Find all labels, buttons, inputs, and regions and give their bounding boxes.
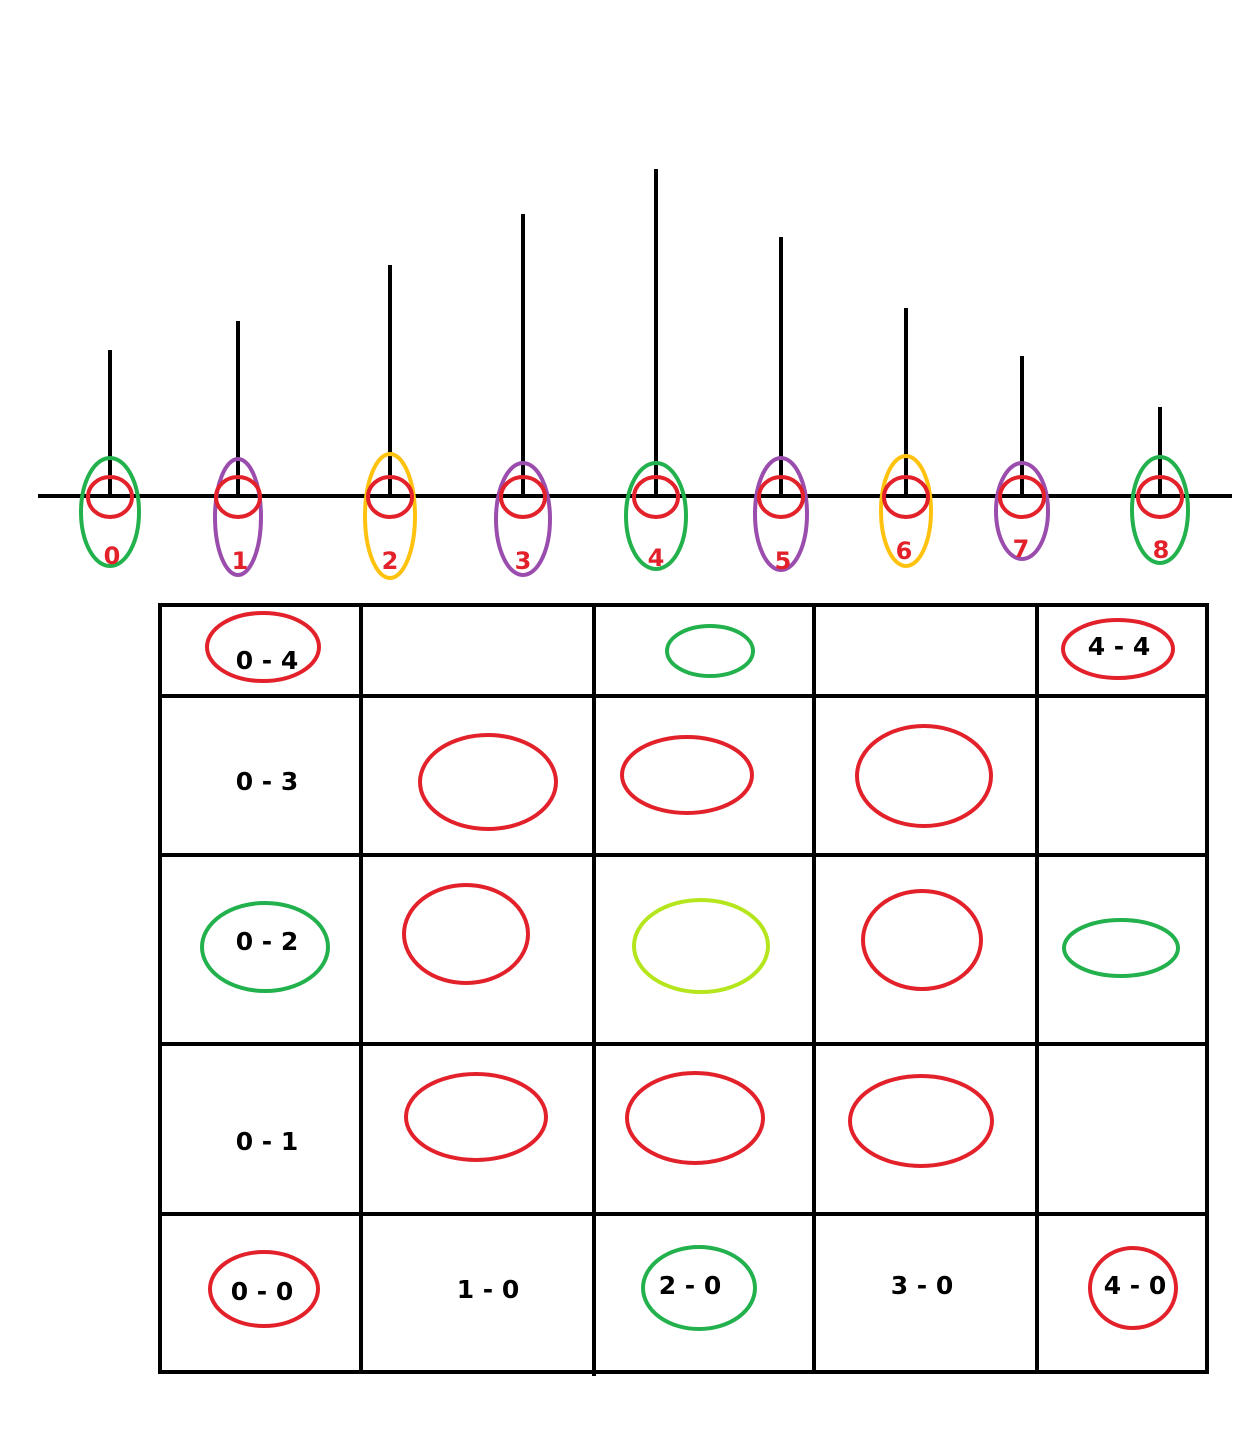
cell-label: 0 - 1 xyxy=(236,1127,299,1156)
cell-ring xyxy=(402,883,530,985)
stick-0: 0 xyxy=(79,350,141,570)
stick-5: 5 xyxy=(753,237,809,575)
grid-cell xyxy=(848,1074,994,1168)
grid-cell: 4 - 4 xyxy=(1061,618,1175,680)
stick-6: 6 xyxy=(879,308,933,568)
stick-label: 7 xyxy=(1013,535,1030,563)
grid-cell xyxy=(625,1071,765,1165)
stick-label: 4 xyxy=(648,544,665,572)
outer-ring xyxy=(1130,455,1190,565)
cell-ring xyxy=(1061,618,1175,680)
cell-ring xyxy=(861,889,983,991)
stick-label: 2 xyxy=(382,547,399,575)
cell-label: 0 - 4 xyxy=(236,646,299,675)
base-ring xyxy=(214,475,262,519)
cell-ring xyxy=(200,901,330,993)
stick-label: 5 xyxy=(775,547,792,575)
cell-label: 0 - 0 xyxy=(231,1277,294,1306)
cell-ring xyxy=(404,1072,548,1162)
cell-ring xyxy=(208,1250,320,1328)
cell-label: 0 - 2 xyxy=(236,927,299,956)
stick-label: 0 xyxy=(104,542,121,570)
cell-ring xyxy=(1062,918,1180,978)
stick-3: 3 xyxy=(494,214,552,577)
grid-cell xyxy=(855,724,993,828)
base-ring xyxy=(499,475,547,519)
base-ring xyxy=(1136,475,1184,519)
cell-ring xyxy=(665,624,755,678)
cell-label: 3 - 0 xyxy=(891,1271,954,1300)
stick-8: 8 xyxy=(1130,407,1190,565)
stick-label: 1 xyxy=(232,547,249,575)
grid-cell xyxy=(1062,918,1180,978)
sticks: 0 1 2 3 4 5 6 7 8 xyxy=(79,169,1190,580)
grid-cell xyxy=(402,883,530,985)
grid-cell xyxy=(665,624,755,678)
cell-ring xyxy=(632,898,770,994)
grid-cell: 0 - 3 xyxy=(236,767,299,796)
stick-label: 3 xyxy=(515,547,532,575)
cell-ring xyxy=(855,724,993,828)
grid-border xyxy=(158,603,1209,1374)
outer-ring xyxy=(494,461,552,577)
grid-cell: 0 - 1 xyxy=(236,1127,299,1156)
outer-ring xyxy=(879,454,933,568)
base-ring xyxy=(757,475,805,519)
stick-1: 1 xyxy=(213,321,263,577)
stick-label: 8 xyxy=(1153,536,1170,564)
grid-lines xyxy=(158,603,1209,1376)
grid-cell: 0 - 2 xyxy=(200,901,330,993)
grid-cell: 2 - 0 xyxy=(641,1245,757,1331)
outer-ring xyxy=(753,456,809,572)
outer-ring xyxy=(363,452,417,580)
outer-ring xyxy=(624,461,688,571)
grid-cell: 3 - 0 xyxy=(891,1271,954,1300)
cell-ring xyxy=(205,611,321,683)
grid-cell xyxy=(418,733,558,831)
cell-label: 4 - 4 xyxy=(1088,632,1151,661)
cell-ring xyxy=(848,1074,994,1168)
base-ring xyxy=(882,475,930,519)
base-ring xyxy=(632,475,680,519)
grid-cell: 0 - 4 xyxy=(205,611,321,683)
grid-cell xyxy=(632,898,770,994)
cell-ring xyxy=(641,1245,757,1331)
grid-cell: 4 - 0 xyxy=(1088,1246,1178,1330)
stick-7: 7 xyxy=(994,356,1050,563)
cell-ring xyxy=(620,735,754,815)
cell-label: 2 - 0 xyxy=(659,1271,722,1300)
cell-label: 0 - 3 xyxy=(236,767,299,796)
stick-2: 2 xyxy=(363,265,417,580)
cell-ring xyxy=(1088,1246,1178,1330)
grid-cell xyxy=(404,1072,548,1162)
grid-cell: 1 - 0 xyxy=(457,1275,520,1304)
cell-label: 1 - 0 xyxy=(457,1275,520,1304)
base-ring xyxy=(366,475,414,519)
stick-4: 4 xyxy=(624,169,688,572)
outer-ring xyxy=(79,456,141,568)
cell-label: 4 - 0 xyxy=(1104,1271,1167,1300)
stick-label: 6 xyxy=(896,537,913,565)
grid-cell xyxy=(861,889,983,991)
grid-cell xyxy=(620,735,754,815)
cell-ring xyxy=(418,733,558,831)
cell-ring xyxy=(625,1071,765,1165)
outer-ring xyxy=(213,457,263,577)
grid-cell: 0 - 0 xyxy=(208,1250,320,1328)
base-ring xyxy=(86,475,134,519)
score-grid: 0 - 4 4 - 4 0 - 3 0 - 2 0 - 1 0 - 0 1 - 0 2 - 0… xyxy=(158,603,1209,1376)
base-ring xyxy=(998,475,1046,519)
outer-ring xyxy=(994,461,1050,561)
